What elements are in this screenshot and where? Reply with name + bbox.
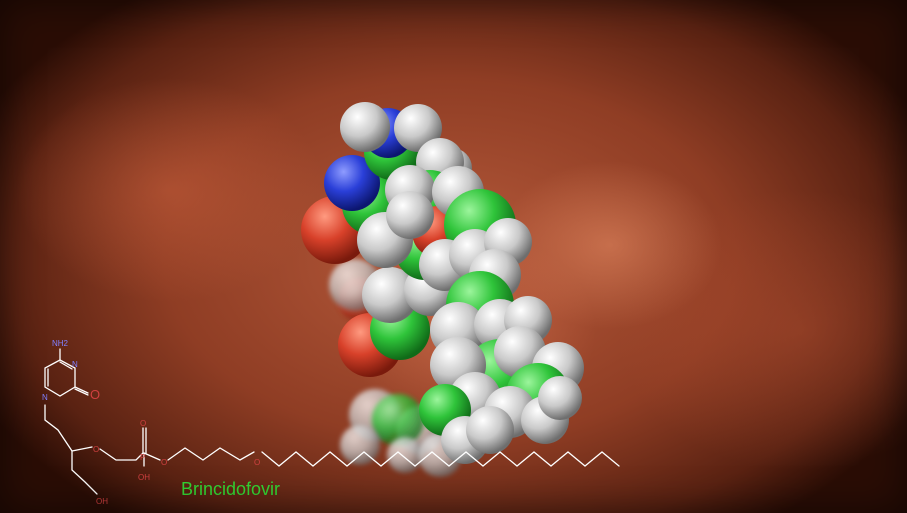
atom-label-o: O: [161, 458, 167, 467]
atom-label-o: O: [93, 445, 99, 454]
drug-name-caption: Brincidofovir: [181, 479, 281, 499]
hydrogen-atom: [340, 425, 380, 465]
hydrogen-atom: [538, 376, 582, 420]
structure-atom-labels: NH2 N N O O P O OH O O OH: [42, 339, 260, 506]
hydrogen-atom: [362, 267, 418, 323]
structure-bonds: [44, 348, 620, 495]
atom-label-n: N: [42, 393, 48, 402]
atom-label-p: P: [140, 453, 145, 462]
hydrogen-atom: [340, 102, 390, 152]
hydrogen-atom: [387, 437, 423, 473]
nitrogen-atom: [324, 155, 380, 211]
hydrogen-atom: [466, 406, 514, 454]
atom-label-n: N: [72, 360, 78, 369]
atom-label-nh2: NH2: [52, 339, 69, 348]
hydrogen-atom: [386, 191, 434, 239]
atom-label-oh: OH: [138, 473, 150, 482]
carbon-atom: [372, 394, 424, 446]
atom-label-o: O: [90, 387, 100, 402]
atom-label-o: O: [254, 458, 260, 467]
atom-label-o: O: [140, 419, 146, 428]
atom-label-oh: OH: [96, 497, 108, 506]
hydrogen-atom: [394, 104, 442, 152]
